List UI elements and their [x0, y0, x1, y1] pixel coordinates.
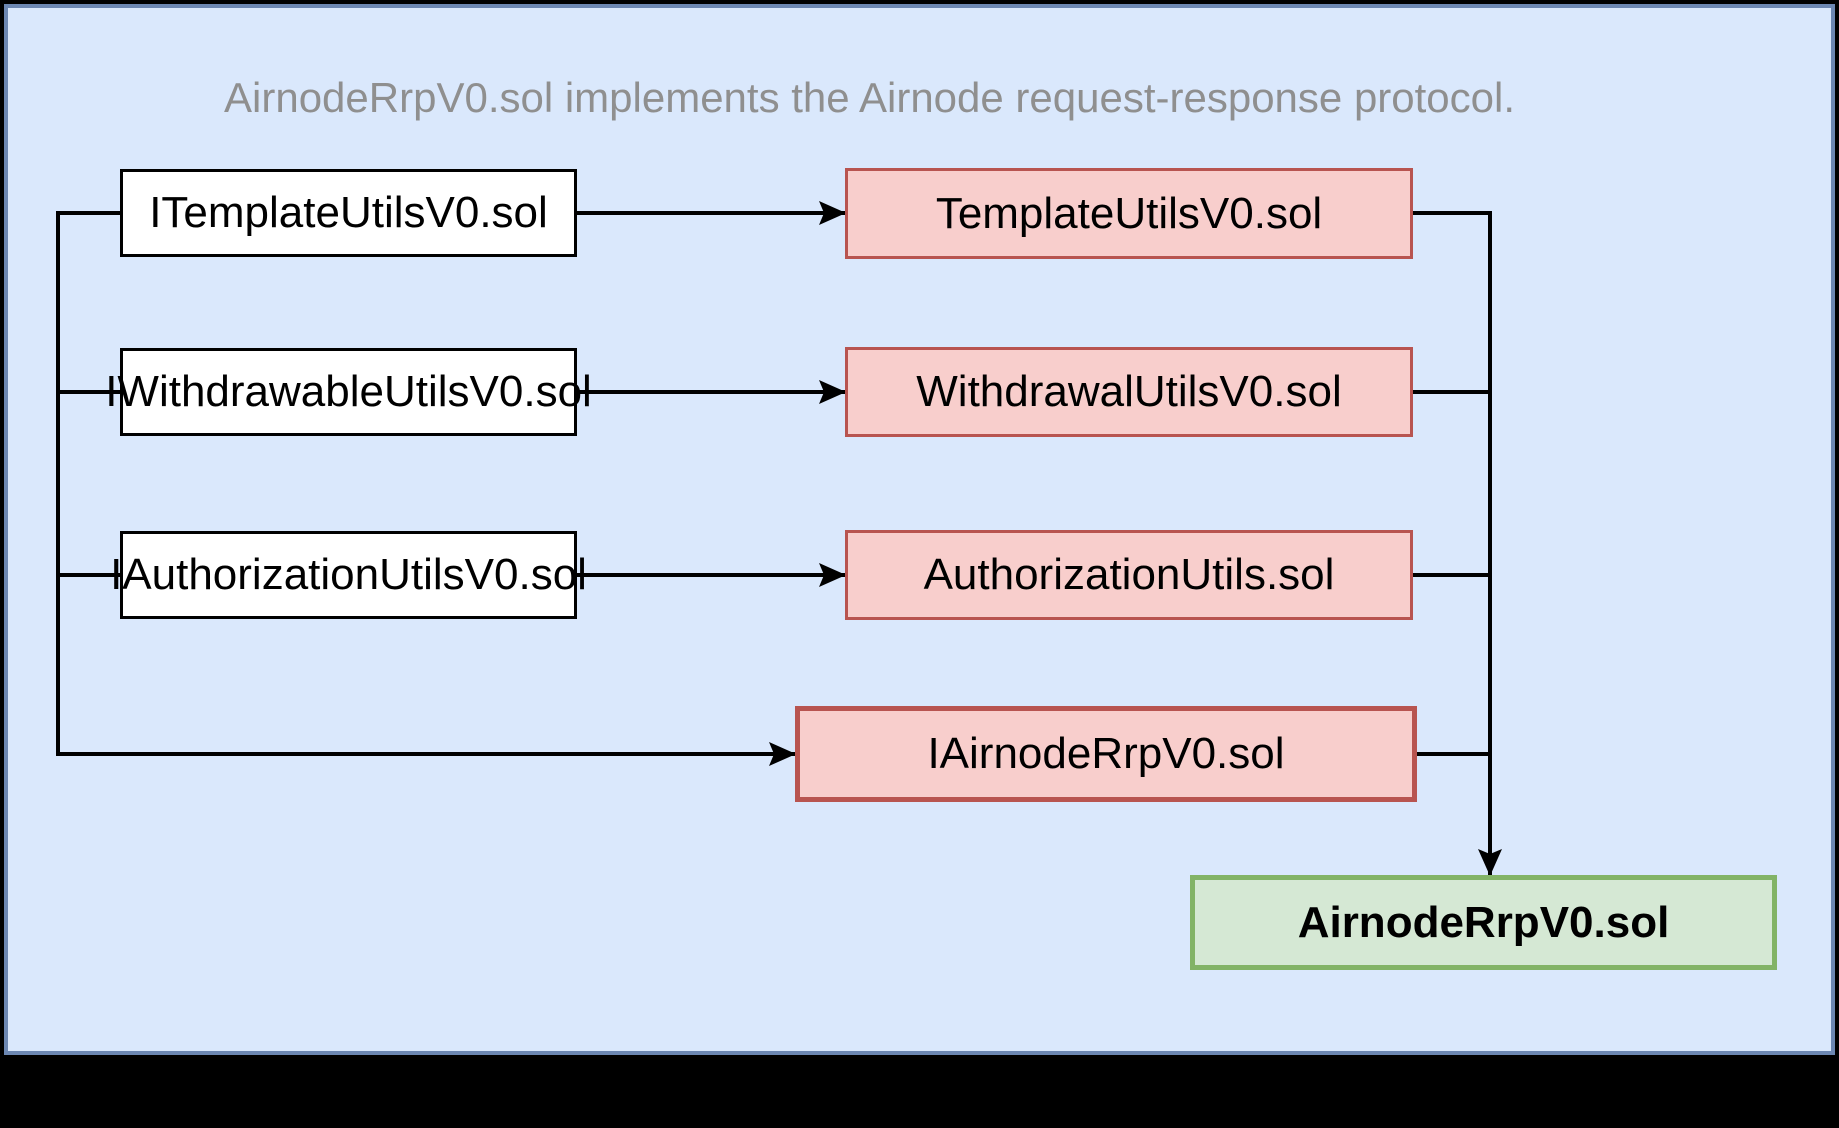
node-withdrawalutilsv0: WithdrawalUtilsV0.sol	[845, 347, 1413, 437]
node-iairnoderrpv0: IAirnodeRrpV0.sol	[795, 706, 1417, 802]
node-iwithdrawableutilsv0: IWithdrawableUtilsV0.sol	[105, 348, 592, 436]
node-itemplateutilsv0: ITemplateUtilsV0.sol	[120, 169, 577, 257]
node-iauthorizationutilsv0: IAuthorizationUtilsV0.sol	[110, 531, 587, 619]
node-authorizationutils: AuthorizationUtils.sol	[845, 530, 1413, 620]
node-airnoderrpv0: AirnodeRrpV0.sol	[1190, 875, 1777, 970]
node-templateutilsv0: TemplateUtilsV0.sol	[845, 168, 1413, 259]
diagram-title: AirnodeRrpV0.sol implements the Airnode …	[224, 74, 1516, 121]
